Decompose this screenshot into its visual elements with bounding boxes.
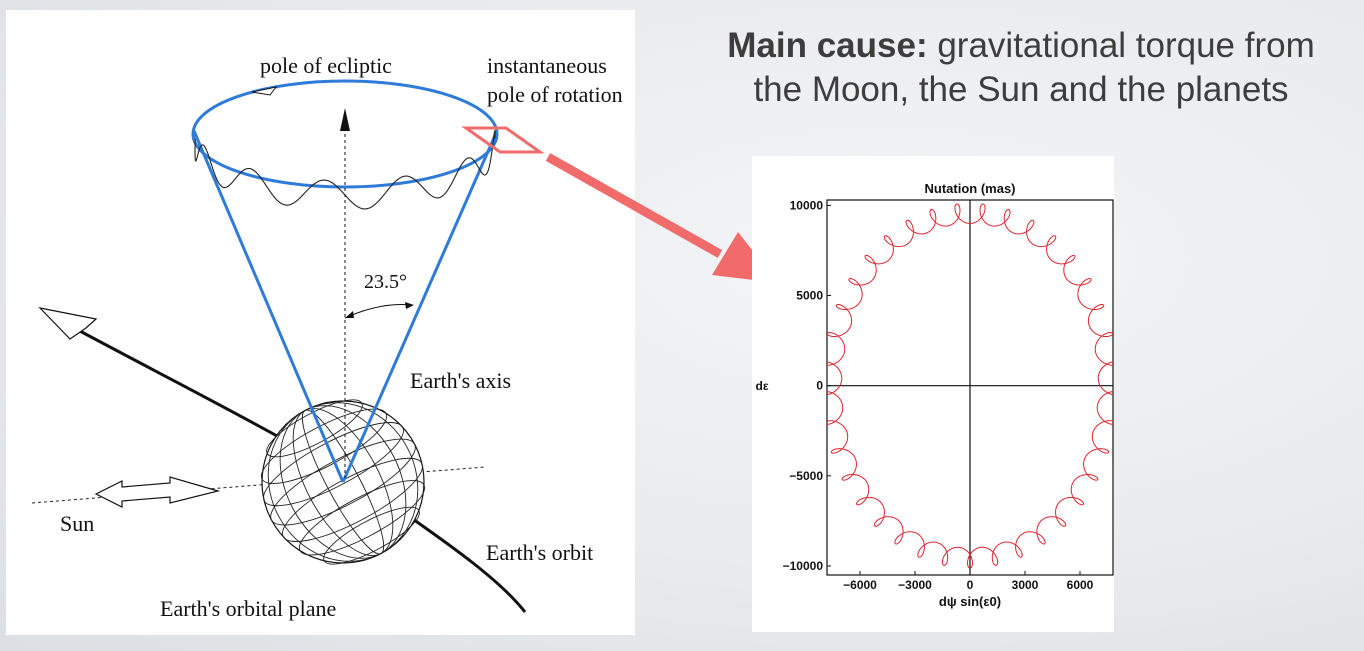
x-tick-label: 0 [967,578,974,592]
x-tick-label: −3000 [898,578,932,592]
rotation-direction-arrow [251,86,278,96]
slide-heading: Main cause: gravitational torque from th… [727,26,1315,109]
orbit-direction-arrow [38,307,98,340]
y-tick-labels: 10000 5000 0 −5000 −10000 [783,198,831,573]
label-earths-orbit: Earth's orbit [486,540,593,565]
heading-line-2: the Moon, the Sun and the planets [753,70,1288,109]
y-tick-label: 10000 [790,198,824,212]
precession-diagram: pole of ecliptic instantaneous pole of r… [6,10,635,635]
x-tick-label: 3000 [1012,578,1039,592]
globe-parallel [266,399,363,458]
y-tick-label: 5000 [796,289,823,303]
globe-parallel [298,480,426,556]
label-pole-of-ecliptic: pole of ecliptic [260,53,392,78]
chart-title: Nutation (mas) [925,181,1016,196]
globe-parallel [270,438,416,526]
label-earths-orbital-plane: Earth's orbital plane [160,596,336,621]
globe-meridian [267,402,419,562]
label-instantaneous: instantaneous [487,53,607,78]
x-tick-label: 6000 [1067,578,1094,592]
globe-parallel [260,408,388,484]
label-tilt-angle: 23.5° [364,271,407,293]
globe-parallel [263,422,404,507]
sun-direction-arrow [94,476,221,508]
nutation-series-line [827,203,1113,569]
globe-parallel [323,506,420,565]
chart-panel [752,156,1114,632]
precession-cone [191,79,499,483]
x-tick-labels: −6000 −3000 0 3000 6000 [843,571,1094,592]
label-earths-axis: Earth's axis [410,368,511,393]
x-tick-label: −6000 [843,578,877,592]
ecliptic-axis-arrowhead [340,108,350,131]
nutation-chart: Nutation (mas) −6000 −3000 0 3000 6000 10000… [752,156,1114,632]
y-axis-label: dε [755,379,768,393]
angle-arc-head-left [345,311,354,318]
y-tick-label: −10000 [783,559,824,573]
zero-axes [827,200,1113,575]
heading-line-1: Main cause: gravitational torque from [727,26,1315,65]
pole-of-rotation-marker [461,126,545,154]
x-axis-label: dψ sin(ε0) [939,594,1001,609]
nutation-wave [194,130,496,210]
angle-arc-head-right [405,302,414,309]
y-tick-label: −5000 [789,469,823,483]
label-sun: Sun [60,511,94,536]
y-tick-label: 0 [816,379,823,393]
label-pole-of-rotation: pole of rotation [487,82,623,107]
